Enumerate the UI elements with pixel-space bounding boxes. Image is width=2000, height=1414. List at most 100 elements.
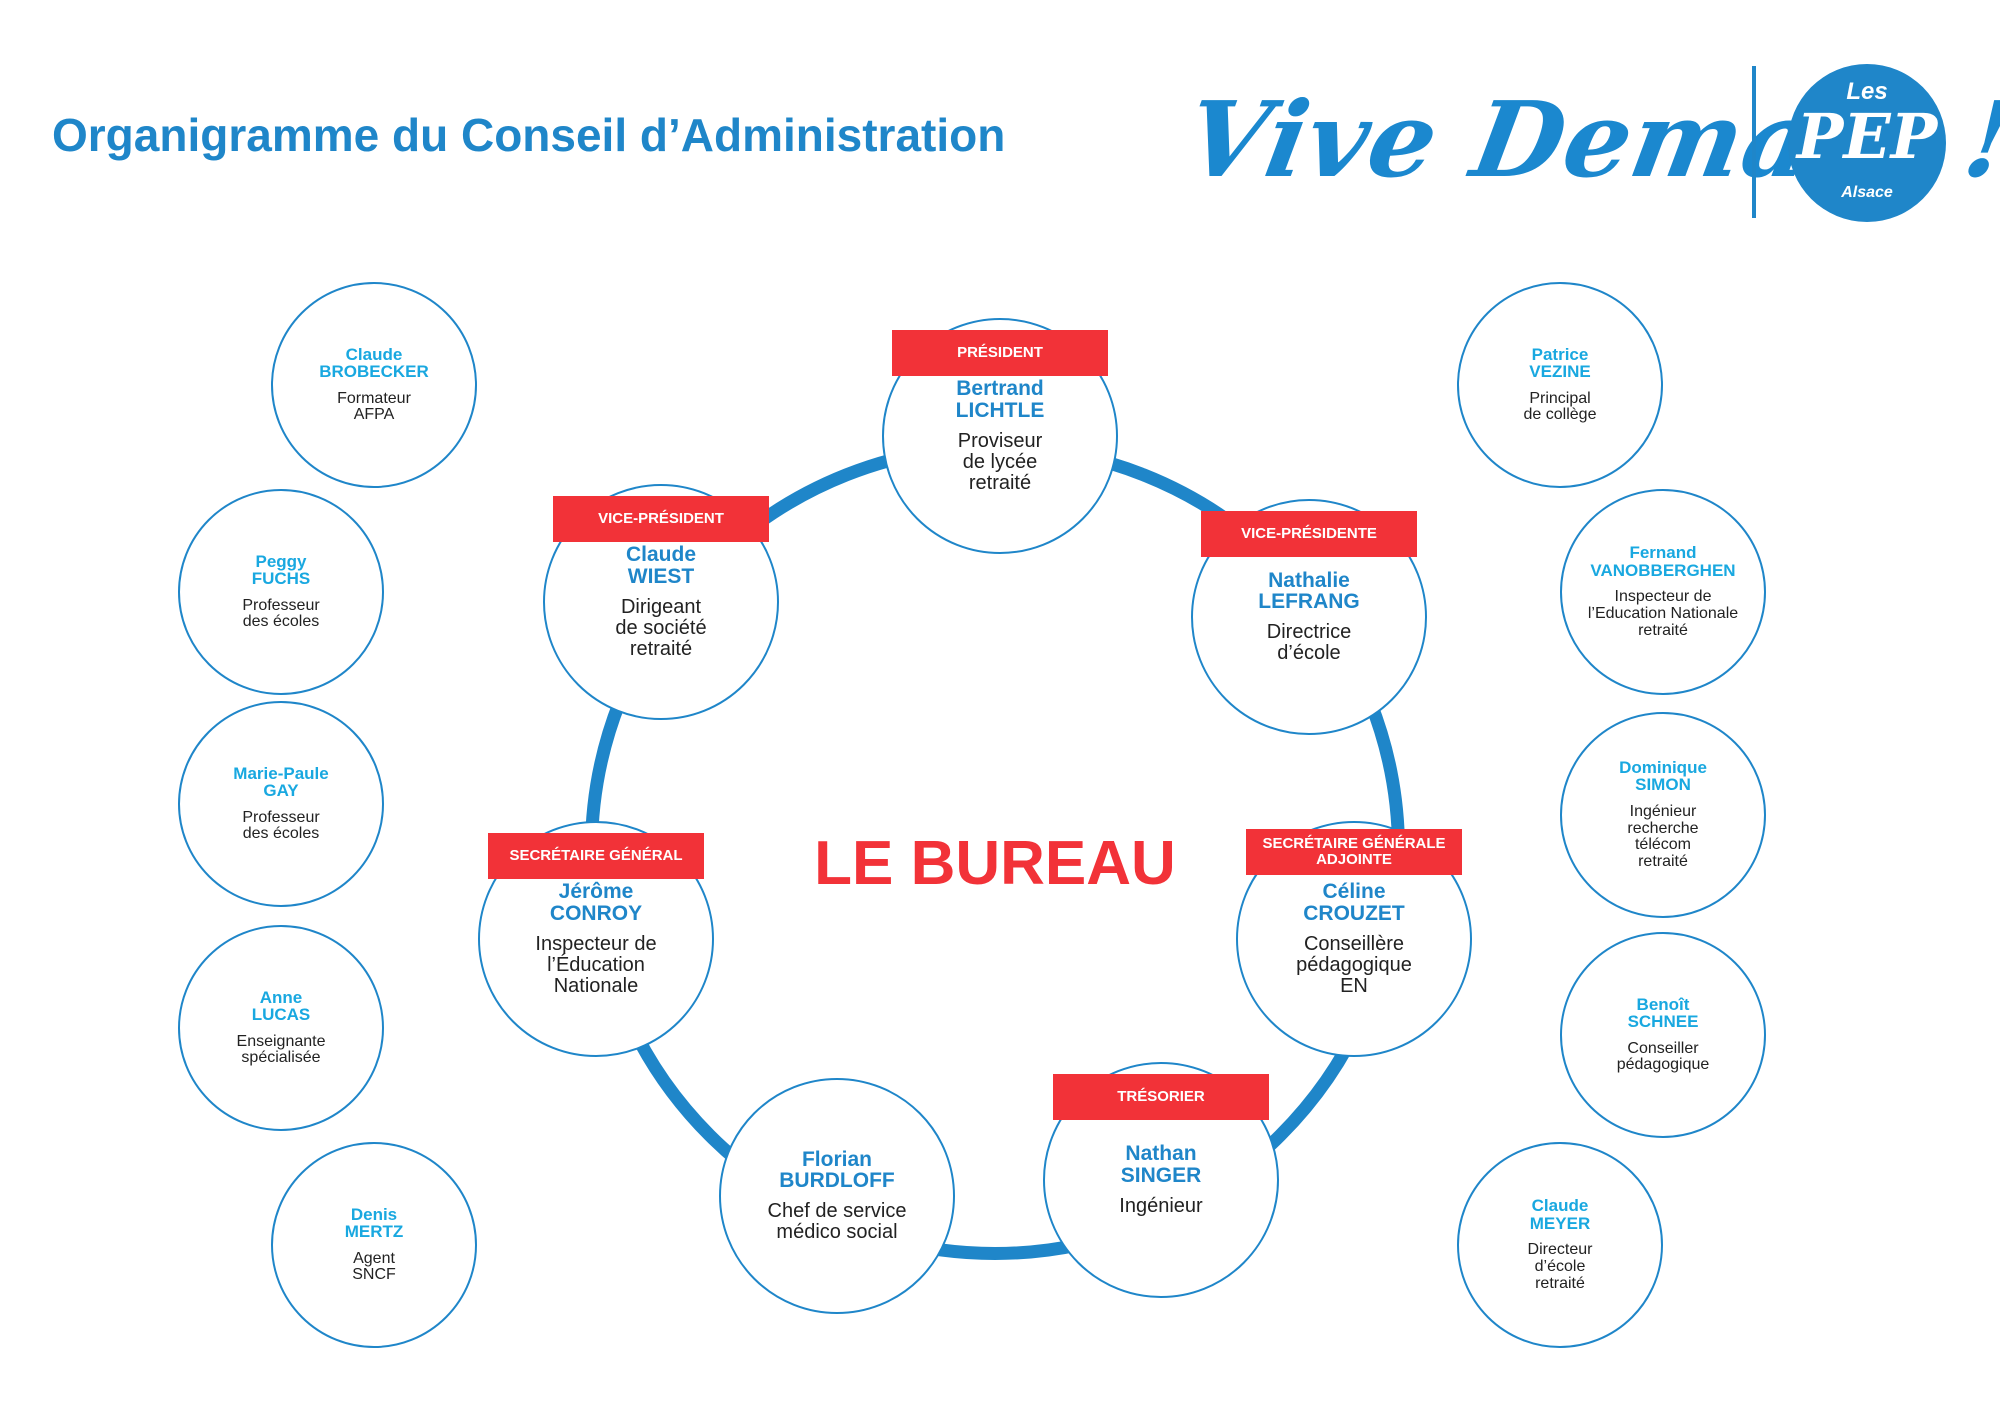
member-first-name: Dominique	[1619, 758, 1707, 778]
role-badge: SECRÉTAIRE GÉNÉRAL	[488, 833, 704, 879]
member-job-line: spécialisée	[241, 1049, 321, 1067]
member-last-name: GAY	[263, 781, 299, 801]
logo-region-text: Alsace	[1841, 184, 1893, 201]
member-first-name: Patrice	[1531, 344, 1589, 364]
member-job-line: de société	[615, 616, 707, 639]
header-divider	[1752, 66, 1756, 218]
member-first-name: Peggy	[255, 551, 307, 571]
member-job-line: Conseillère	[1303, 932, 1405, 955]
role-badge-line: ADJOINTE	[1316, 851, 1392, 868]
member-last-name: BURDLOFF	[779, 1169, 895, 1192]
member-first-name: Nathalie	[1268, 568, 1350, 592]
member-first-name: Denis	[350, 1204, 398, 1224]
member-job-line: d’école	[1277, 642, 1341, 665]
member-job-line: l’Education Nationale	[1587, 604, 1739, 622]
member-job-line: de lycée	[962, 450, 1038, 473]
member-job-line: Ingénieur	[1629, 802, 1697, 820]
member-last-name: MEYER	[1529, 1213, 1591, 1233]
member-job-line: Ingénieur	[1119, 1194, 1203, 1217]
member-last-name: WIEST	[627, 564, 695, 588]
member-last-name: LICHTLE	[955, 398, 1045, 422]
les-pep-logo: Les PEP Alsace	[1788, 64, 1946, 222]
member-job-line: Professeur	[242, 808, 320, 826]
member-job-line: Inspecteur de	[1614, 588, 1712, 606]
role-badge-line: SECRÉTAIRE GÉNÉRAL	[509, 847, 683, 865]
member-job: Ingénieur	[1119, 1194, 1203, 1217]
member-job-line: des écoles	[242, 825, 320, 843]
member-job-line: retraité	[1638, 853, 1688, 871]
role-badge: PRÉSIDENT	[892, 330, 1108, 376]
role-badge-line: VICE-PRÉSIDENT	[598, 510, 724, 528]
member-first-name: Anne	[259, 987, 303, 1007]
member-last-name: CROUZET	[1303, 901, 1405, 925]
member-job-line: Formateur	[337, 389, 411, 407]
member-job-line: Directrice	[1266, 621, 1352, 644]
member-job-line: Enseignante	[236, 1032, 326, 1050]
member-job-line: Nationale	[553, 974, 639, 997]
member-first-name: Marie-Paule	[233, 763, 329, 783]
member-job-line: médico social	[776, 1221, 898, 1244]
member-first-name: Bertrand	[956, 377, 1044, 401]
member-job-line: Proviseur	[957, 429, 1043, 452]
member-last-name: LUCAS	[251, 1005, 311, 1025]
member-job-line: Chef de service	[767, 1200, 907, 1223]
member-job-line: Agent	[353, 1249, 395, 1267]
member-job-line: pédagogique	[1296, 953, 1412, 976]
member-last-name: BROBECKER	[319, 362, 429, 382]
role-badge-line: PRÉSIDENT	[957, 344, 1043, 362]
member-job-line: EN	[1340, 974, 1368, 997]
member-first-name: Fernand	[1629, 543, 1697, 563]
role-badge-line: SECRÉTAIRE GÉNÉRALE	[1262, 835, 1446, 853]
member-job-line: l’Éducation	[547, 953, 645, 976]
member-first-name: Céline	[1322, 880, 1386, 904]
member-job-line: pédagogique	[1616, 1056, 1710, 1074]
member-first-name: Claude	[345, 344, 403, 364]
logo-les-text: Les	[1846, 78, 1888, 105]
member-last-name: VEZINE	[1529, 362, 1591, 382]
role-badge-line: VICE-PRÉSIDENTE	[1241, 525, 1377, 543]
member-last-name: SCHNEE	[1627, 1012, 1699, 1032]
member-first-name: Florian	[801, 1147, 872, 1171]
member-job-line: Principal	[1529, 389, 1591, 407]
role-badge-line: TRÉSORIER	[1117, 1088, 1205, 1106]
member-job-line: AFPA	[353, 406, 395, 424]
member-job-line: retraité	[1535, 1274, 1585, 1292]
member-job-line: Dirigeant	[620, 595, 702, 618]
member-job-line: SNCF	[352, 1266, 396, 1284]
member-last-name: VANOBBERGHEN	[1590, 560, 1736, 580]
member-last-name: CONROY	[549, 901, 643, 925]
member-first-name: Benoît	[1636, 994, 1690, 1014]
member-job-line: recherche	[1627, 819, 1699, 837]
member-job-line: retraité	[968, 471, 1032, 494]
member-job-line: télécom	[1634, 836, 1692, 854]
member-job-line: d’école	[1534, 1257, 1586, 1275]
member-job-line: Inspecteur de	[535, 932, 657, 955]
member-first-name: Claude	[1531, 1196, 1589, 1216]
member-last-name: FUCHS	[251, 569, 311, 589]
member-job-line: Directeur	[1527, 1241, 1593, 1259]
member-job-line: Professeur	[242, 596, 320, 614]
member-last-name: LEFRANG	[1258, 590, 1360, 613]
role-badge: VICE-PRÉSIDENTE	[1201, 511, 1417, 557]
bureau-title: LE BUREAU	[814, 829, 1176, 898]
